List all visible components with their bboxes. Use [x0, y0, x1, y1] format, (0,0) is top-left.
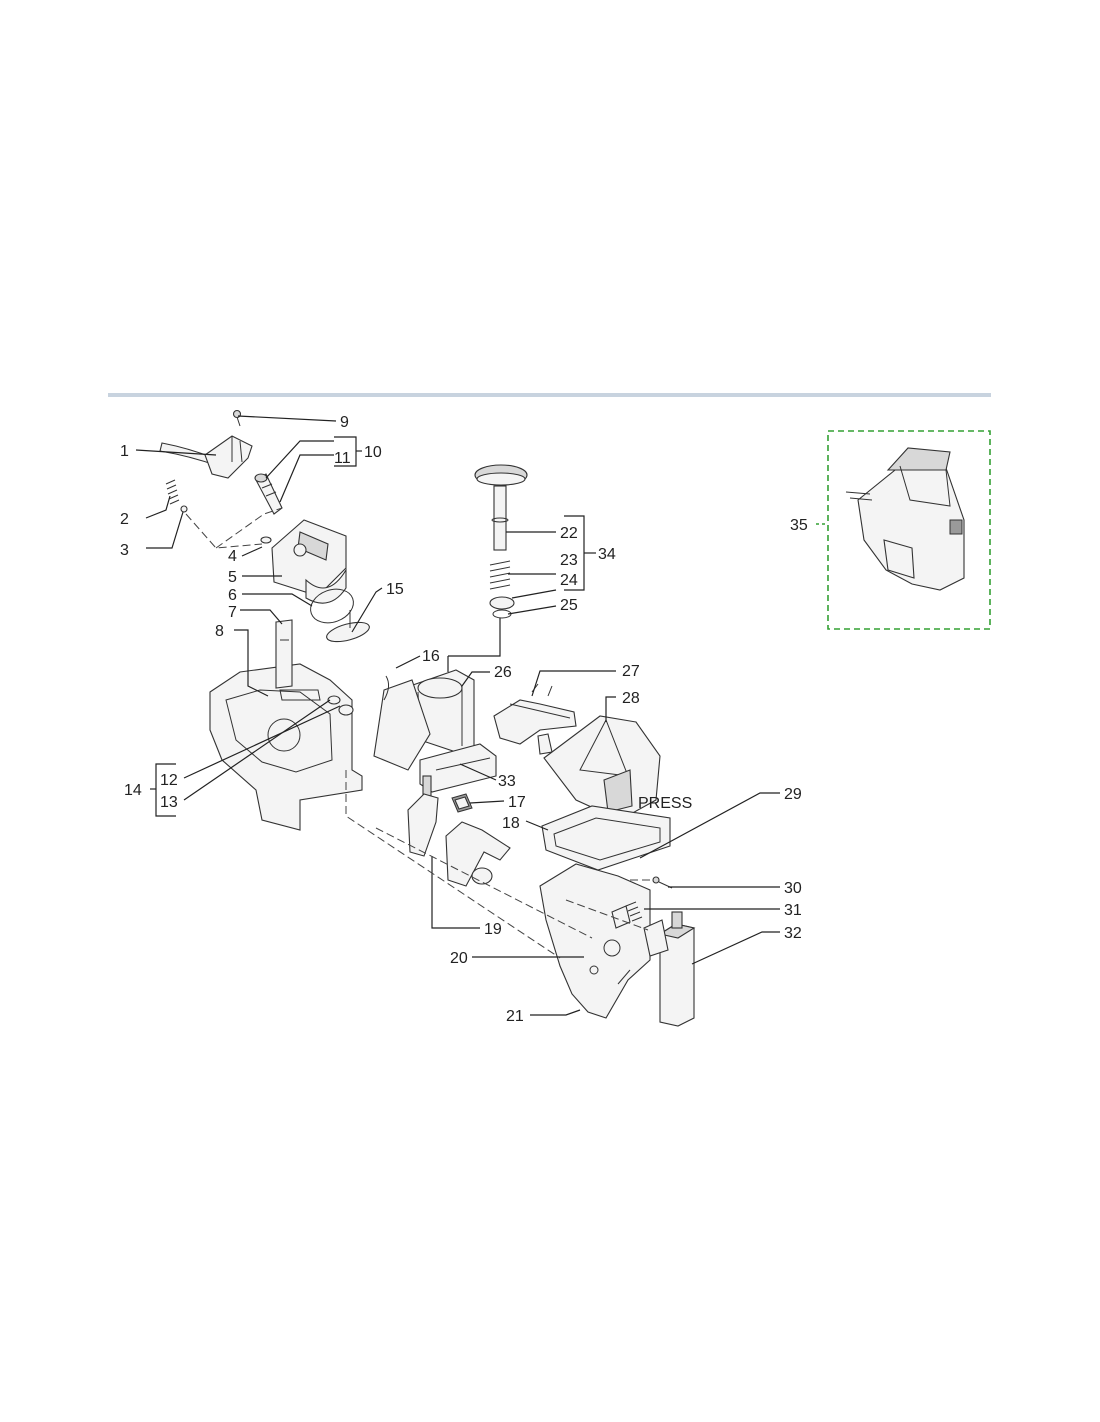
part-30-screw — [652, 876, 673, 889]
part-16-hopper-plate — [373, 675, 431, 771]
callout-13: 13 — [160, 794, 178, 811]
part-5-valve-head — [271, 519, 347, 604]
part-20-side-plate — [539, 863, 651, 1019]
callout-9: 9 — [340, 414, 349, 431]
callout-31: 31 — [784, 902, 802, 919]
part-18-tray — [541, 805, 671, 871]
callout-19: 19 — [484, 921, 502, 938]
part-13-seal — [327, 695, 341, 705]
callout-11: 11 — [334, 450, 351, 467]
callout-18: 18 — [502, 815, 520, 832]
callout-30: 30 — [784, 880, 802, 897]
part-19-cam-lever — [407, 793, 511, 887]
assembly-guides — [185, 507, 650, 959]
part-27-lever-linkage — [493, 683, 577, 755]
callout-17: 17 — [508, 794, 526, 811]
part-1-tube-clip — [159, 435, 253, 479]
part-31-spring — [611, 901, 643, 929]
callout-6: 6 — [228, 587, 237, 604]
callout-10: 10 — [364, 444, 382, 461]
part-8-main-frame — [209, 663, 363, 831]
part-28-stamp: PRESS — [638, 795, 692, 812]
callout-8: 8 — [215, 623, 224, 640]
part-32-handle — [643, 911, 696, 1027]
part-11-nozzle — [254, 473, 283, 515]
part-4-small-seal — [260, 536, 272, 544]
callout-15: 15 — [386, 581, 404, 598]
callout-2: 2 — [120, 511, 129, 528]
part-12-seal — [338, 704, 354, 716]
part-2-spring — [165, 479, 180, 505]
part-24-washer — [489, 596, 515, 610]
part-33-rail — [419, 743, 497, 797]
callout-28: 28 — [622, 690, 640, 707]
callout-25: 25 — [560, 597, 578, 614]
part-6-gasket — [310, 588, 354, 624]
part-35-complete-assembly — [845, 447, 965, 591]
part-9-screw — [232, 409, 242, 427]
callout-21: 21 — [506, 1008, 524, 1025]
callout-1: 1 — [120, 443, 129, 460]
callout-23: 23 — [560, 552, 578, 569]
callout-7: 7 — [228, 604, 237, 621]
part-21-pin — [617, 969, 631, 985]
callout-4: 4 — [228, 548, 237, 565]
section-divider-rule — [108, 393, 991, 397]
part-23-spring — [489, 560, 511, 590]
part-3-ball — [180, 505, 188, 513]
part-17-block — [451, 793, 473, 813]
callout-3: 3 — [120, 542, 129, 559]
callout-35: 35 — [790, 517, 808, 534]
callout-24: 24 — [560, 572, 578, 589]
part-15-piston-disc — [326, 610, 370, 643]
callout-34: 34 — [598, 546, 616, 563]
callout-29: 29 — [784, 786, 802, 803]
part-7-bracket — [275, 619, 293, 689]
callout-numbers: 1 2 3 4 5 6 7 8 9 10 11 12 13 14 15 16 1… — [120, 414, 808, 1025]
part-22-piston — [474, 464, 528, 551]
part-28-funnel: PRESS — [543, 715, 692, 821]
callout-16: 16 — [422, 648, 440, 665]
callout-22: 22 — [560, 525, 578, 542]
callout-12: 12 — [160, 772, 178, 789]
kit-35-frame — [827, 430, 991, 630]
callout-27: 27 — [622, 663, 640, 680]
callout-26: 26 — [494, 664, 512, 681]
leader-lines — [135, 415, 780, 1016]
callout-32: 32 — [784, 925, 802, 942]
callout-20: 20 — [450, 950, 468, 967]
callout-5: 5 — [228, 569, 237, 586]
callout-14: 14 — [124, 782, 142, 799]
callout-33: 33 — [498, 773, 516, 790]
